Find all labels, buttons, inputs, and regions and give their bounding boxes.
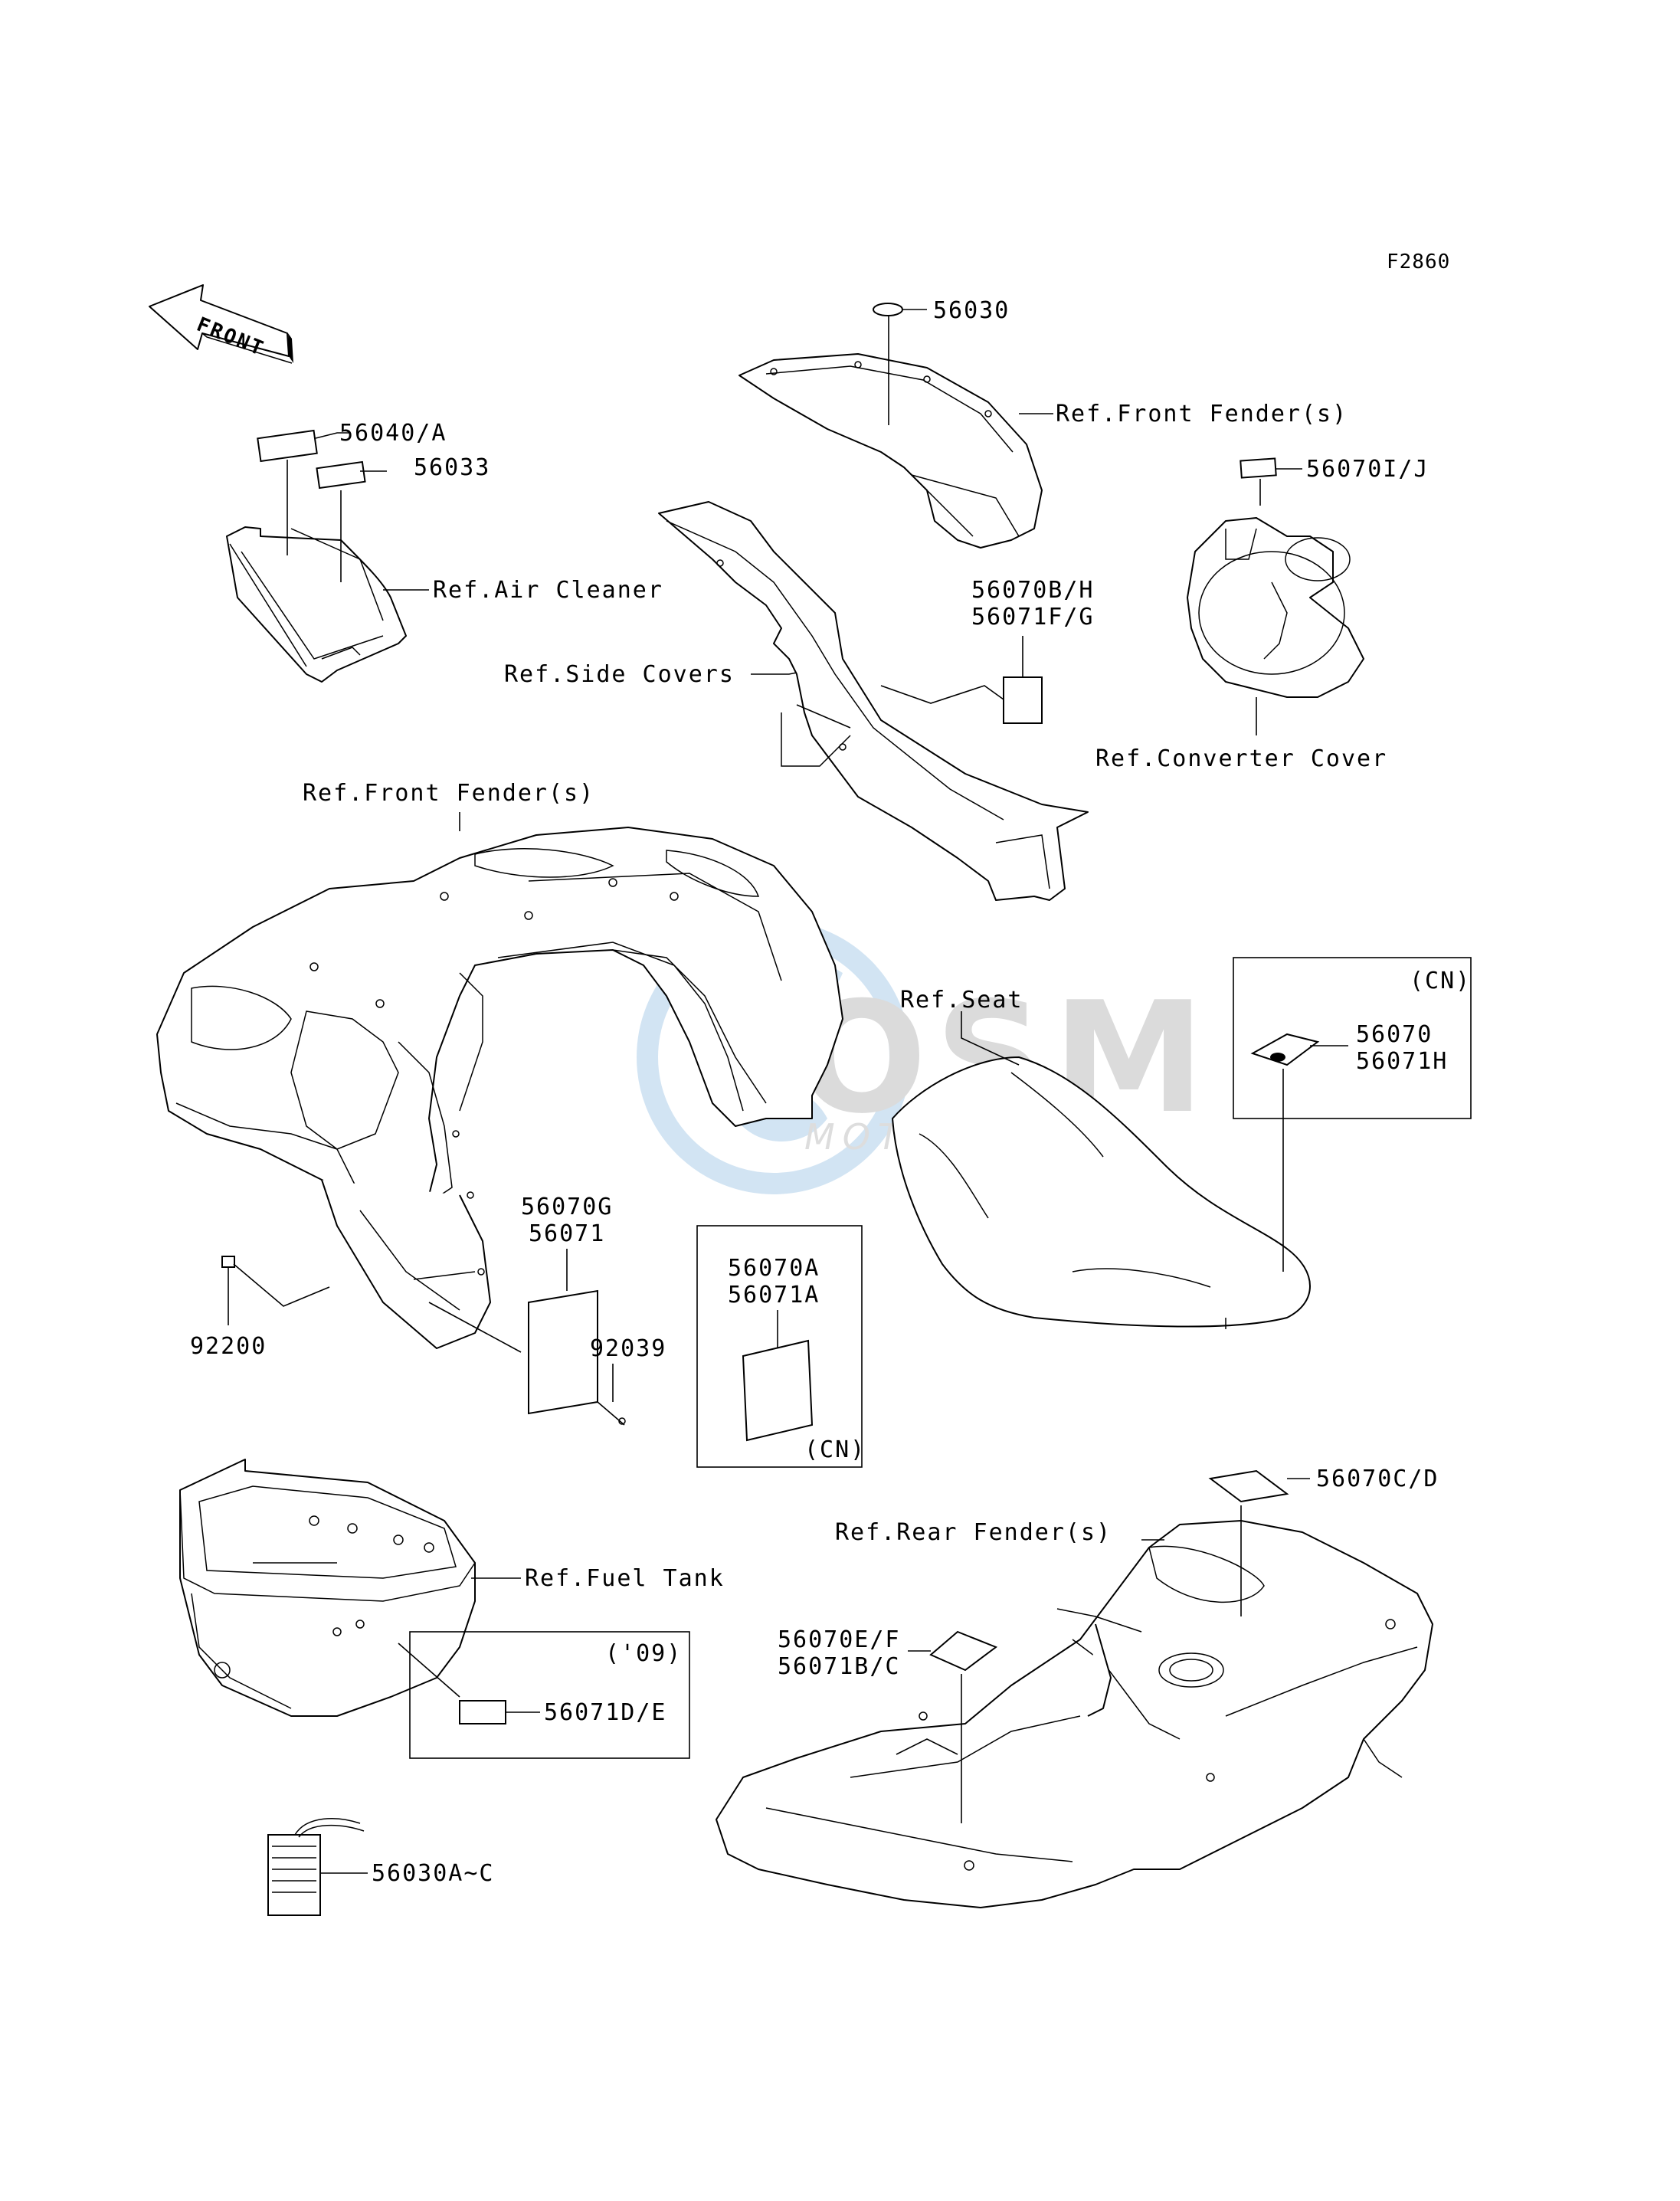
label-ref-converter-cover: Ref.Converter Cover xyxy=(1095,745,1387,772)
label-56070bh: 56070B/H xyxy=(971,577,1095,604)
label-56071bc: 56071B/C xyxy=(778,1653,901,1680)
part-92200 xyxy=(221,1256,235,1268)
label-56070: 56070 xyxy=(1356,1021,1433,1048)
label-56071fg: 56071F/G xyxy=(971,604,1095,630)
seat-part xyxy=(892,1056,1311,1329)
label-ref-rear-fender: Ref.Rear Fender(s) xyxy=(835,1519,1112,1546)
decal-56070ij xyxy=(1240,457,1277,479)
rear-fender-part xyxy=(716,1520,1433,1908)
label-56071h: 56071H xyxy=(1356,1048,1448,1075)
front-arrow-icon: FRONT xyxy=(149,284,293,364)
decal-56070bh xyxy=(1003,676,1043,724)
front-fender-main-part xyxy=(156,827,843,1349)
tag-56030ac xyxy=(267,1818,365,1916)
decal-56070g xyxy=(528,1289,598,1415)
decal-56040a xyxy=(257,429,318,463)
label-56033: 56033 xyxy=(414,454,490,481)
label-56030ac: 56030A~C xyxy=(372,1860,495,1887)
figure-code: F2860 xyxy=(1387,251,1450,273)
box-cn-56070 xyxy=(1233,957,1472,1119)
air-cleaner-cover xyxy=(226,526,407,683)
decal-56070a xyxy=(742,1339,814,1442)
label-56070g: 56070G xyxy=(521,1194,613,1220)
label-ref-air-cleaner: Ref.Air Cleaner xyxy=(433,577,663,604)
front-fender-top-part xyxy=(738,353,1043,549)
converter-cover-part xyxy=(1187,517,1364,698)
label-ref-front-fender-mid: Ref.Front Fender(s) xyxy=(303,780,594,807)
decal-56070ef xyxy=(929,1630,998,1672)
label-56070cd: 56070C/D xyxy=(1316,1466,1439,1492)
decal-56070cd xyxy=(1208,1469,1289,1503)
label-56070ef: 56070E/F xyxy=(778,1626,901,1653)
label-56071de: 56071D/E xyxy=(544,1699,667,1726)
label-ref-seat: Ref.Seat xyxy=(900,987,1023,1014)
label-56030: 56030 xyxy=(933,297,1010,324)
label-92200: 92200 xyxy=(190,1333,267,1360)
label-56070a: 56070A xyxy=(728,1255,820,1282)
decal-56030 xyxy=(873,303,903,316)
label-ref-front-fender-top: Ref.Front Fender(s) xyxy=(1056,401,1348,427)
label-56071a: 56071A xyxy=(728,1282,820,1308)
side-covers-part xyxy=(658,501,1089,901)
label-56071: 56071 xyxy=(529,1220,605,1247)
label-ref-side-covers: Ref.Side Covers xyxy=(504,661,735,688)
box-09 xyxy=(409,1631,690,1759)
label-ref-fuel-tank: Ref.Fuel Tank xyxy=(525,1565,725,1592)
label-92039: 92039 xyxy=(590,1335,666,1362)
label-cn-2: (CN) xyxy=(804,1436,866,1463)
decal-56071de xyxy=(459,1700,506,1724)
box-cn-56070a xyxy=(696,1225,863,1468)
label-56040a: 56040/A xyxy=(339,420,447,447)
fuel-tank-part xyxy=(179,1459,476,1717)
label-56070ij: 56070I/J xyxy=(1306,456,1429,483)
decal-56070 xyxy=(1250,1033,1320,1066)
label-cn-1: (CN) xyxy=(1410,968,1471,994)
decal-56033 xyxy=(316,460,366,490)
label-09: ('09) xyxy=(605,1640,682,1667)
part-92039 xyxy=(597,1401,625,1426)
